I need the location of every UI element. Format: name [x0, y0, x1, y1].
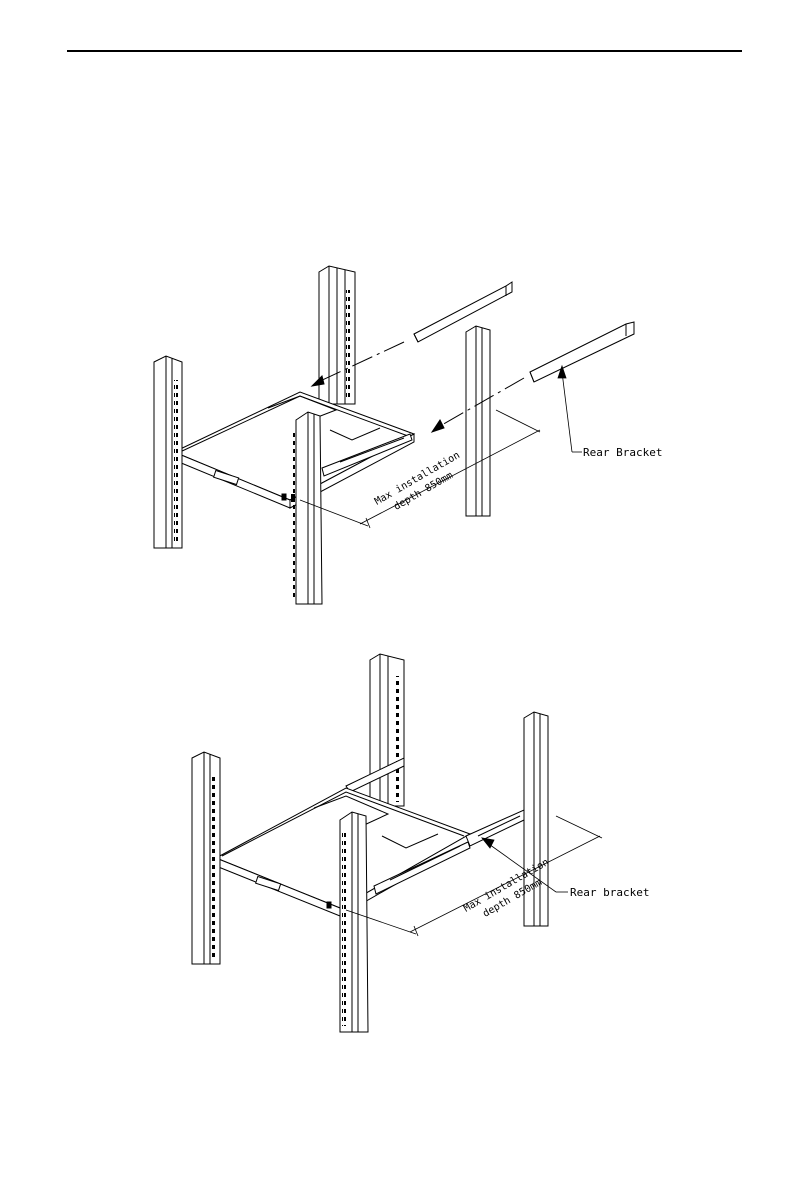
rack-post-back-left-b [370, 654, 404, 806]
rack-post-front-left-b [192, 752, 220, 964]
rack-post-front-right-b [340, 812, 368, 1032]
rear-bracket-extended [466, 810, 524, 846]
rear-bracket-label-bottom: Rear bracket [570, 886, 649, 899]
